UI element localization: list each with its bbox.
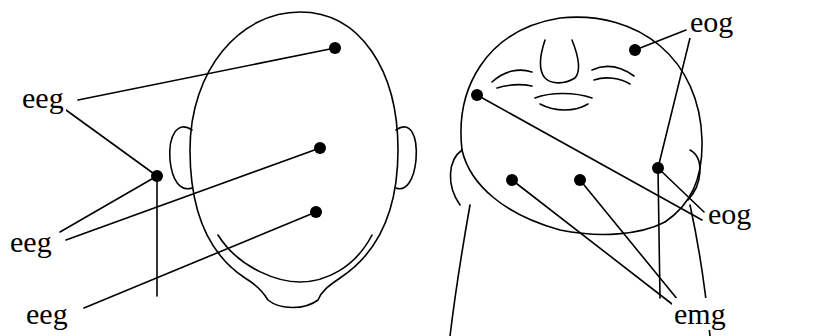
leader-lines xyxy=(60,30,704,308)
eeg-label: eeg xyxy=(20,82,66,114)
left-ear xyxy=(450,150,462,205)
upper-lip xyxy=(535,94,592,99)
left-eye xyxy=(492,70,532,82)
right-ear xyxy=(396,127,416,189)
eeg-label: eeg xyxy=(24,298,70,330)
electrode-dots xyxy=(151,42,664,218)
emg-label: emg xyxy=(672,298,728,330)
nose xyxy=(540,40,578,83)
jaw-outline xyxy=(462,150,665,234)
neck-line xyxy=(450,205,470,336)
eeg-label: eeg xyxy=(8,226,54,258)
jaw-line xyxy=(218,235,372,282)
lower-lip xyxy=(540,104,588,110)
eog-label: eog xyxy=(706,198,753,230)
right-eyelid xyxy=(594,78,630,84)
eog-label: eog xyxy=(688,6,735,38)
face-outline xyxy=(461,17,702,222)
right-eye xyxy=(592,67,634,76)
left-eyelid xyxy=(497,85,532,88)
left-ear xyxy=(170,127,192,189)
right-ear xyxy=(688,150,700,200)
